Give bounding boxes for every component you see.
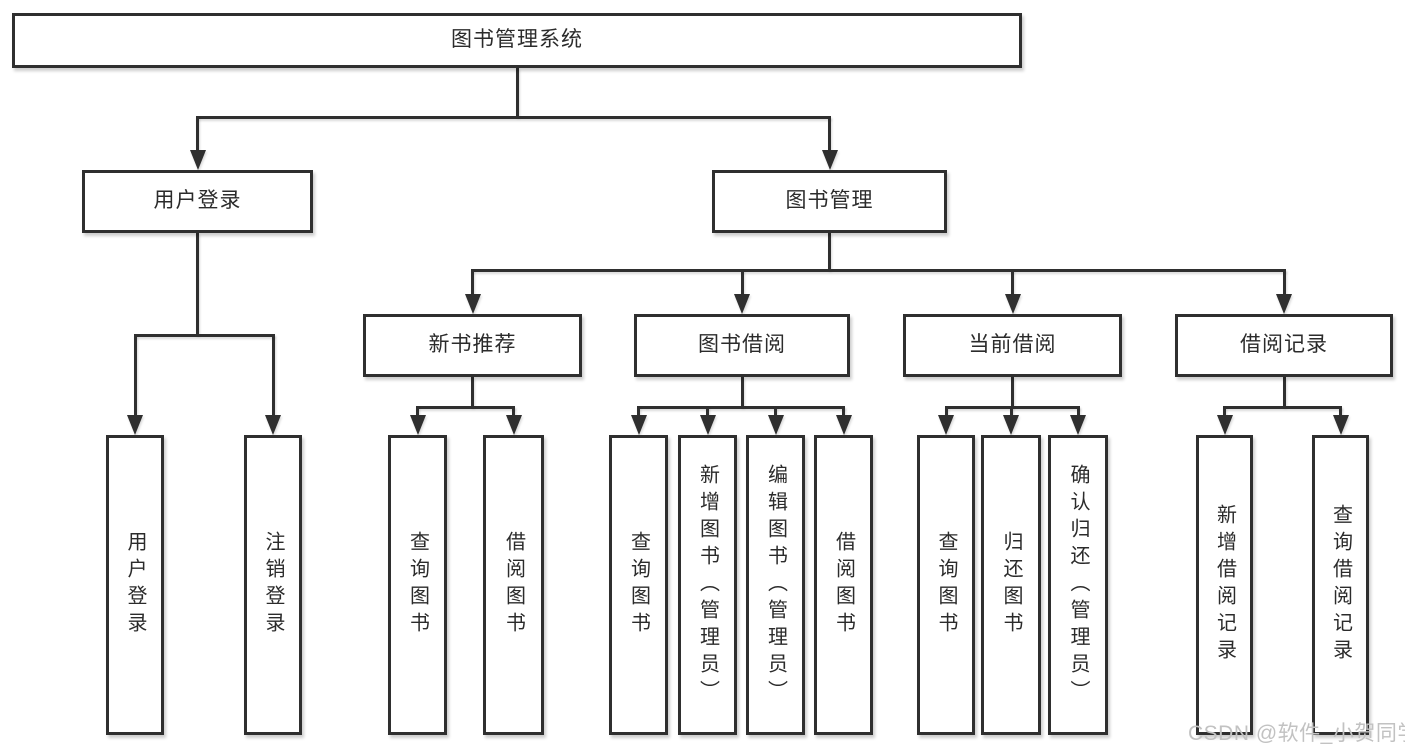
node-label: 用户登录 (153, 189, 242, 213)
node-label: 新增图书（管理员） (696, 463, 719, 707)
node-label: 注销登录 (262, 531, 284, 639)
connector-line (196, 115, 831, 119)
node-label: 查询图书 (627, 531, 650, 639)
node-borrowing-records: 借阅记录 (1175, 314, 1393, 377)
node-leaf-search-book-1: 查询图书 (388, 435, 447, 735)
node-label: 图书管理系统 (451, 28, 583, 52)
node-new-book-recommend: 新书推荐 (363, 314, 582, 377)
node-leaf-add-book: 新增图书（管理员） (678, 435, 737, 735)
node-leaf-borrow-book-2: 借阅图书 (814, 435, 873, 735)
arrowhead-down-icon (734, 294, 750, 314)
connector-line (515, 68, 519, 117)
connector-line (1282, 270, 1286, 296)
arrowhead-down-icon (821, 150, 838, 170)
connector-line (828, 233, 831, 270)
csdn-watermark: CSDN @软件_小贺同学 (1188, 722, 1405, 745)
connector-line (1223, 407, 1226, 417)
connector-line (1011, 377, 1014, 407)
node-leaf-search-borrow-record: 查询借阅记录 (1312, 435, 1369, 735)
node-library-management-system: 图书管理系统 (12, 13, 1022, 68)
arrowhead-down-icon (464, 294, 481, 314)
node-label: 用户登录 (124, 531, 146, 639)
node-label: 新增借阅记录 (1213, 504, 1236, 666)
connector-line (1076, 407, 1080, 417)
node-label: 编辑图书（管理员） (764, 463, 787, 707)
node-label: 查询图书 (406, 531, 429, 639)
arrowhead-down-icon (1216, 415, 1233, 435)
connector-line (133, 335, 137, 417)
node-label: 借阅图书 (832, 531, 855, 639)
arrowhead-down-icon (409, 415, 426, 435)
connector-line (471, 268, 1286, 272)
node-label: 借阅图书 (502, 531, 525, 639)
connector-line (271, 335, 275, 417)
node-label: 查询借阅记录 (1329, 504, 1352, 666)
connector-line (416, 405, 515, 409)
arrowhead-down-icon (1276, 294, 1292, 314)
node-label: 查询图书 (935, 531, 957, 639)
arrowhead-down-icon (1003, 415, 1019, 435)
connector-line (1223, 405, 1342, 409)
node-leaf-add-borrow-record: 新增借阅记录 (1196, 435, 1253, 735)
connector-line (1009, 407, 1013, 417)
connector-line (133, 333, 275, 337)
node-label: 借阅记录 (1240, 333, 1328, 357)
arrowhead-down-icon (699, 415, 716, 435)
node-leaf-user-login: 用户登录 (106, 435, 164, 735)
connector-line (637, 407, 640, 417)
node-book-management: 图书管理 (712, 170, 947, 233)
node-label: 图书借阅 (698, 333, 786, 357)
connector-line (471, 270, 474, 296)
connector-line (944, 407, 948, 417)
node-leaf-search-book-3: 查询图书 (917, 435, 975, 735)
connector-line (706, 407, 709, 417)
connector-line (637, 405, 845, 409)
node-leaf-search-book-2: 查询图书 (609, 435, 668, 735)
node-label: 新书推荐 (428, 333, 517, 357)
arrowhead-down-icon (1004, 294, 1021, 314)
connector-line (1282, 377, 1286, 407)
connector-line (196, 233, 199, 335)
connector-line (740, 270, 744, 296)
node-label: 确认归还（管理员） (1067, 463, 1089, 707)
arrowhead-down-icon (127, 415, 143, 435)
node-label: 图书管理 (785, 189, 874, 213)
node-leaf-confirm-return: 确认归还（管理员） (1048, 435, 1108, 735)
node-leaf-borrow-book-1: 借阅图书 (483, 435, 544, 735)
arrowhead-down-icon (835, 415, 852, 435)
arrowhead-down-icon (189, 150, 206, 170)
arrowhead-down-icon (505, 415, 522, 435)
arrowhead-down-icon (938, 415, 954, 435)
connector-line (774, 407, 777, 417)
connector-line (1339, 407, 1342, 417)
node-leaf-return-book: 归还图书 (981, 435, 1041, 735)
node-label: 归还图书 (1000, 531, 1022, 639)
arrowhead-down-icon (1332, 415, 1349, 435)
node-leaf-edit-book: 编辑图书（管理员） (746, 435, 805, 735)
node-current-borrowing: 当前借阅 (903, 314, 1122, 377)
arrowhead-down-icon (767, 415, 784, 435)
node-label: 当前借阅 (968, 333, 1057, 357)
node-book-borrowing: 图书借阅 (634, 314, 850, 377)
arrowhead-down-icon (630, 415, 647, 435)
node-leaf-logout: 注销登录 (244, 435, 302, 735)
arrowhead-down-icon (265, 415, 281, 435)
connector-line (196, 117, 199, 152)
connector-line (416, 407, 419, 417)
connector-line (471, 377, 474, 407)
node-user-login: 用户登录 (82, 170, 313, 233)
connector-line (842, 407, 845, 417)
connector-line (740, 377, 744, 407)
connector-line (1011, 270, 1014, 296)
arrowhead-down-icon (1070, 415, 1086, 435)
connector-line (828, 117, 831, 152)
connector-line (512, 407, 515, 417)
